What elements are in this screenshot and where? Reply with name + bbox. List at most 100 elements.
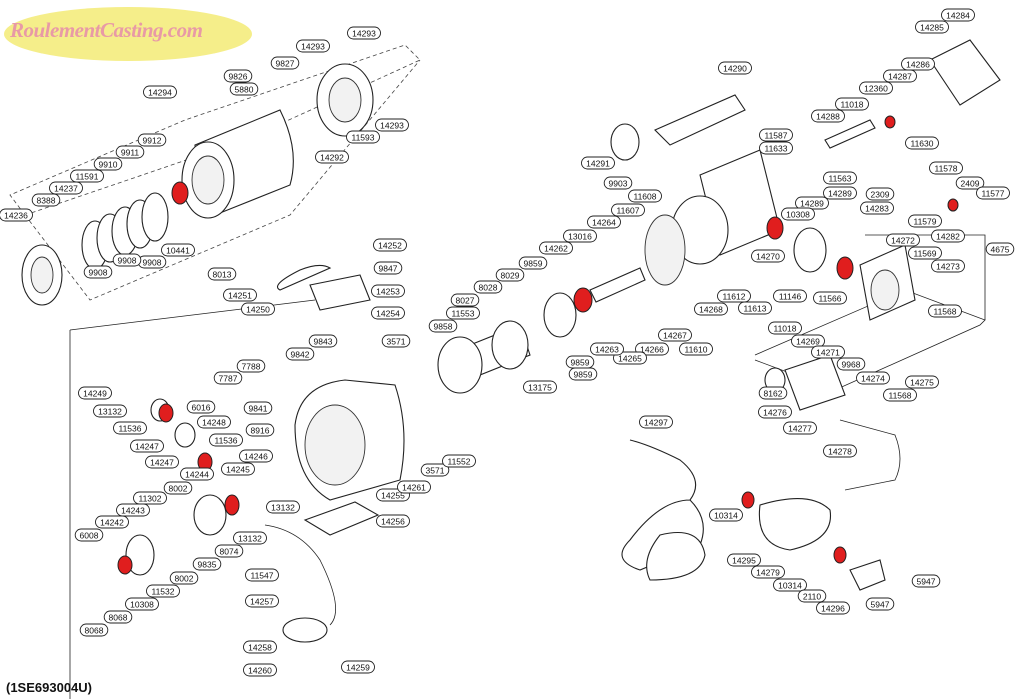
part-label-box [346,130,380,144]
part-number: 2409 [961,179,980,189]
bail-support [276,264,332,291]
part-number: 8002 [169,484,188,494]
part-label-box [523,380,557,394]
part-number: 11302 [138,494,161,504]
bail-cover [309,274,371,311]
part-number: 8029 [501,271,520,281]
part-number: 14269 [796,337,820,347]
part-number: 13132 [238,534,262,544]
part-number: 9910 [99,160,118,170]
part-label: 13175 [523,380,557,394]
part-label: 9841 [243,401,273,415]
handle-arm [839,419,901,491]
part-number: 10441 [166,246,190,256]
part-number: 14293 [380,121,404,131]
part-number: 9847 [379,264,398,274]
part-label: 11608 [628,189,662,203]
part-number: 9911 [121,148,140,158]
part-number: 13132 [271,503,295,513]
part-number: 9859 [574,370,593,380]
part-number: 11146 [779,292,802,302]
watermark-text: RoulementCasting.com [10,18,203,42]
part-label: 14293 [296,39,330,53]
part-label-box [266,500,300,514]
watermark-ellipse [4,7,252,61]
part-label: 14260 [243,663,277,677]
part-number: 14237 [54,184,78,194]
part-label-box [931,229,965,243]
one-way-clutch [491,320,529,370]
part-label: 14289 [795,196,829,210]
part-number: 11610 [684,345,707,355]
part-label: 3571 [381,334,411,348]
part-label: 14262 [539,241,573,255]
part-number: 11566 [818,294,841,304]
part-label-box [611,203,645,217]
part-label: 14253 [371,284,405,298]
part-label-box [428,319,458,333]
part-number: 11591 [75,172,98,182]
part-number: 9903 [609,179,628,189]
part-number: 7788 [242,362,261,372]
part-label: 11302 [133,491,167,505]
part-number: 14265 [618,354,642,364]
part-label: 11630 [905,136,939,150]
part-label: 14266 [635,342,669,356]
part-number: 8074 [220,547,239,557]
part-number: 9912 [143,136,162,146]
bail-wire-holder [282,617,328,643]
part-label-box [856,371,890,385]
part-label-box [214,544,244,558]
drag-washer-5 [141,192,169,242]
part-label-box [928,304,962,318]
part-label-box [563,229,597,243]
part-label-box [955,176,985,190]
spool-cap-inner [328,77,362,123]
part-label: 14278 [823,444,857,458]
part-label: 14289 [823,186,857,200]
part-label: 14254 [371,306,405,320]
part-number: 9827 [276,59,295,69]
handle-knob [758,498,832,551]
part-label: 14261 [397,480,431,494]
main-gear [644,214,686,286]
part-number: 8028 [479,283,498,293]
part-label-box [186,400,216,414]
part-label: 9968 [836,357,866,371]
part-label-box [518,256,548,270]
part-number: 14259 [346,663,370,673]
part-label-box [709,508,743,522]
part-number: 11578 [934,164,957,174]
part-label: 14285 [915,20,949,34]
part-label-box [985,242,1015,256]
part-label: 14245 [221,462,255,476]
part-label: 5880 [229,82,259,96]
diagram-code: (1SE693004U) [6,680,92,695]
part-number: 11633 [764,144,787,154]
part-label: 14279 [751,565,785,579]
part-number: 14279 [756,568,780,578]
part-label: 14249 [78,386,112,400]
part-number: 14296 [821,604,845,614]
part-label: 11552 [442,454,476,468]
part-number: 10308 [130,600,154,610]
part-label: 11547 [245,568,279,582]
part-label-box [613,351,647,365]
part-label: 14296 [816,601,850,615]
part-number: 11577 [981,189,1004,199]
part-label: 14246 [239,449,273,463]
part-label: 9842 [285,347,315,361]
part-number: 14267 [663,331,687,341]
part-label: 8002 [169,571,199,585]
part-label: 9910 [93,157,123,171]
part-number: 11532 [151,587,174,597]
part-label-box [74,528,104,542]
part-label-box [373,261,403,275]
part-label-box [811,345,845,359]
part-label: 8074 [214,544,244,558]
part-number: 10314 [714,511,738,521]
part-label: 6008 [74,528,104,542]
part-label: 5947 [865,597,895,611]
part-label-box [717,289,751,303]
part-label: 9908 [112,253,142,267]
